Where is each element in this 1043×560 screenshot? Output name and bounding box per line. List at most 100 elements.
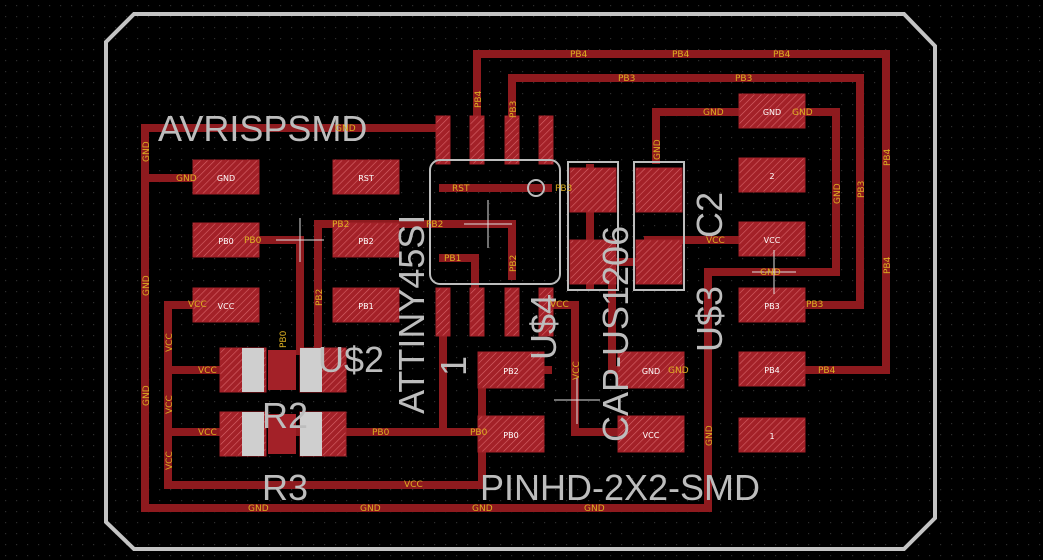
pad-u3-pb4: [738, 351, 806, 387]
pad-c2-2: [635, 239, 683, 285]
svg-text:PB3: PB3: [806, 300, 823, 310]
label-avrisp: AVRISPSMD: [158, 108, 367, 149]
label-u4-pin1: 1: [433, 356, 474, 376]
svg-text:PB0: PB0: [279, 330, 289, 348]
svg-text:GND: GND: [335, 124, 356, 134]
pad-u3-p1: [738, 417, 806, 453]
label-u3: U$3: [689, 286, 730, 352]
svg-text:PB2: PB2: [332, 220, 349, 230]
svg-text:RST: RST: [452, 184, 470, 194]
pin1-marker: [527, 179, 545, 197]
r3-body-right: [300, 412, 322, 456]
svg-text:PB4: PB4: [883, 256, 893, 274]
r3-body-left: [242, 412, 264, 456]
svg-text:GND: GND: [142, 385, 152, 406]
trace-pb4: [473, 50, 890, 374]
label-cap: CAP-US1206: [595, 226, 636, 442]
svg-text:GND: GND: [833, 183, 843, 204]
svg-text:GND: GND: [142, 141, 152, 162]
svg-text:PB0: PB0: [372, 428, 390, 438]
pad-attiny-3: [504, 115, 520, 165]
svg-text:PB3: PB3: [735, 74, 752, 84]
label-r2: R2: [262, 395, 308, 436]
svg-text:GND: GND: [705, 425, 715, 446]
svg-text:VCC: VCC: [706, 236, 725, 246]
cap-body: [567, 161, 619, 291]
pad-hdr-vcc: [617, 415, 685, 453]
svg-text:GND: GND: [653, 139, 663, 160]
svg-text:VCC: VCC: [404, 480, 423, 490]
svg-text:VCC: VCC: [550, 300, 569, 310]
svg-text:VCC: VCC: [165, 451, 175, 470]
svg-text:PB3: PB3: [509, 101, 519, 118]
r2-body-left: [242, 348, 264, 392]
resistor-bodies: [242, 348, 322, 456]
svg-text:PB0: PB0: [218, 237, 233, 246]
svg-text:VCC: VCC: [218, 302, 235, 311]
svg-text:PB4: PB4: [773, 50, 791, 60]
pad-avr-pb1: [332, 287, 400, 323]
pad-cap-2: [569, 239, 617, 285]
trace-pb3: [508, 74, 864, 309]
svg-text:PB4: PB4: [883, 148, 893, 166]
pad-attiny-8: [538, 287, 554, 337]
svg-text:PB0: PB0: [244, 236, 262, 246]
label-attiny: ATTINY45SI: [391, 215, 432, 414]
svg-text:PB0: PB0: [503, 431, 518, 440]
svg-text:1: 1: [769, 432, 774, 441]
trace-vcc-e: [544, 301, 652, 436]
label-pinhd: PINHD-2X2-SMD: [480, 467, 760, 508]
silkscreen-labels: AVRISPSMD ATTINY45SI U$4 1 U$2 R2 R3 CAP…: [158, 108, 760, 508]
svg-text:PB2: PB2: [315, 289, 325, 306]
net-labels: PB4 PB4 PB4 PB3 PB3 GND GND GND GND RST …: [142, 50, 893, 514]
svg-text:VCC: VCC: [643, 431, 660, 440]
svg-text:GND: GND: [763, 108, 781, 117]
component-outlines: [429, 159, 685, 291]
r2-body-right: [300, 348, 322, 392]
trace-pb2: [314, 220, 516, 355]
svg-text:PB4: PB4: [570, 50, 588, 60]
pad-avr-vcc: [192, 287, 260, 323]
label-r3: R3: [262, 467, 308, 508]
pad-attiny-6: [469, 287, 485, 337]
pad-avr-gnd: [192, 159, 260, 195]
resistor-middles: [268, 350, 296, 454]
pad-names: GND PB0 VCC RST PB2 PB1 PB2 PB0 GND VCC …: [217, 108, 781, 441]
svg-text:GND: GND: [703, 108, 724, 118]
pad-attiny-4: [538, 115, 554, 165]
pad-avr-pb2: [332, 222, 400, 258]
svg-text:PB3: PB3: [618, 74, 635, 84]
board-outline: [104, 12, 937, 551]
svg-text:VCC: VCC: [764, 236, 781, 245]
svg-text:GND: GND: [642, 367, 660, 376]
svg-text:VCC: VCC: [165, 333, 175, 352]
label-u4: U$4: [523, 294, 564, 360]
svg-text:GND: GND: [472, 504, 493, 514]
pad-attiny-7: [504, 287, 520, 337]
svg-text:PB2: PB2: [503, 367, 518, 376]
pad-avr-rst: [332, 159, 400, 195]
svg-text:VCC: VCC: [572, 361, 582, 380]
pad-u3-vcc: [738, 221, 806, 257]
pad-u3-gnd: [738, 93, 806, 129]
svg-text:PB1: PB1: [358, 302, 373, 311]
svg-text:VCC: VCC: [165, 395, 175, 414]
svg-text:PB4: PB4: [672, 50, 690, 60]
pad-attiny-2: [469, 115, 485, 165]
svg-text:GND: GND: [142, 275, 152, 296]
svg-text:PB2: PB2: [358, 237, 373, 246]
label-c2: C2: [689, 192, 730, 238]
svg-text:GND: GND: [668, 366, 689, 376]
svg-text:RST: RST: [358, 174, 374, 183]
pad-attiny-1: [435, 115, 451, 165]
svg-text:PB4: PB4: [818, 366, 836, 376]
svg-text:PB1: PB1: [444, 254, 461, 264]
pad-cap-1: [569, 167, 617, 213]
svg-text:PB2: PB2: [509, 255, 519, 272]
svg-text:PB3: PB3: [555, 184, 572, 194]
trace-pb1: [439, 254, 479, 306]
c2-body: [633, 161, 685, 291]
